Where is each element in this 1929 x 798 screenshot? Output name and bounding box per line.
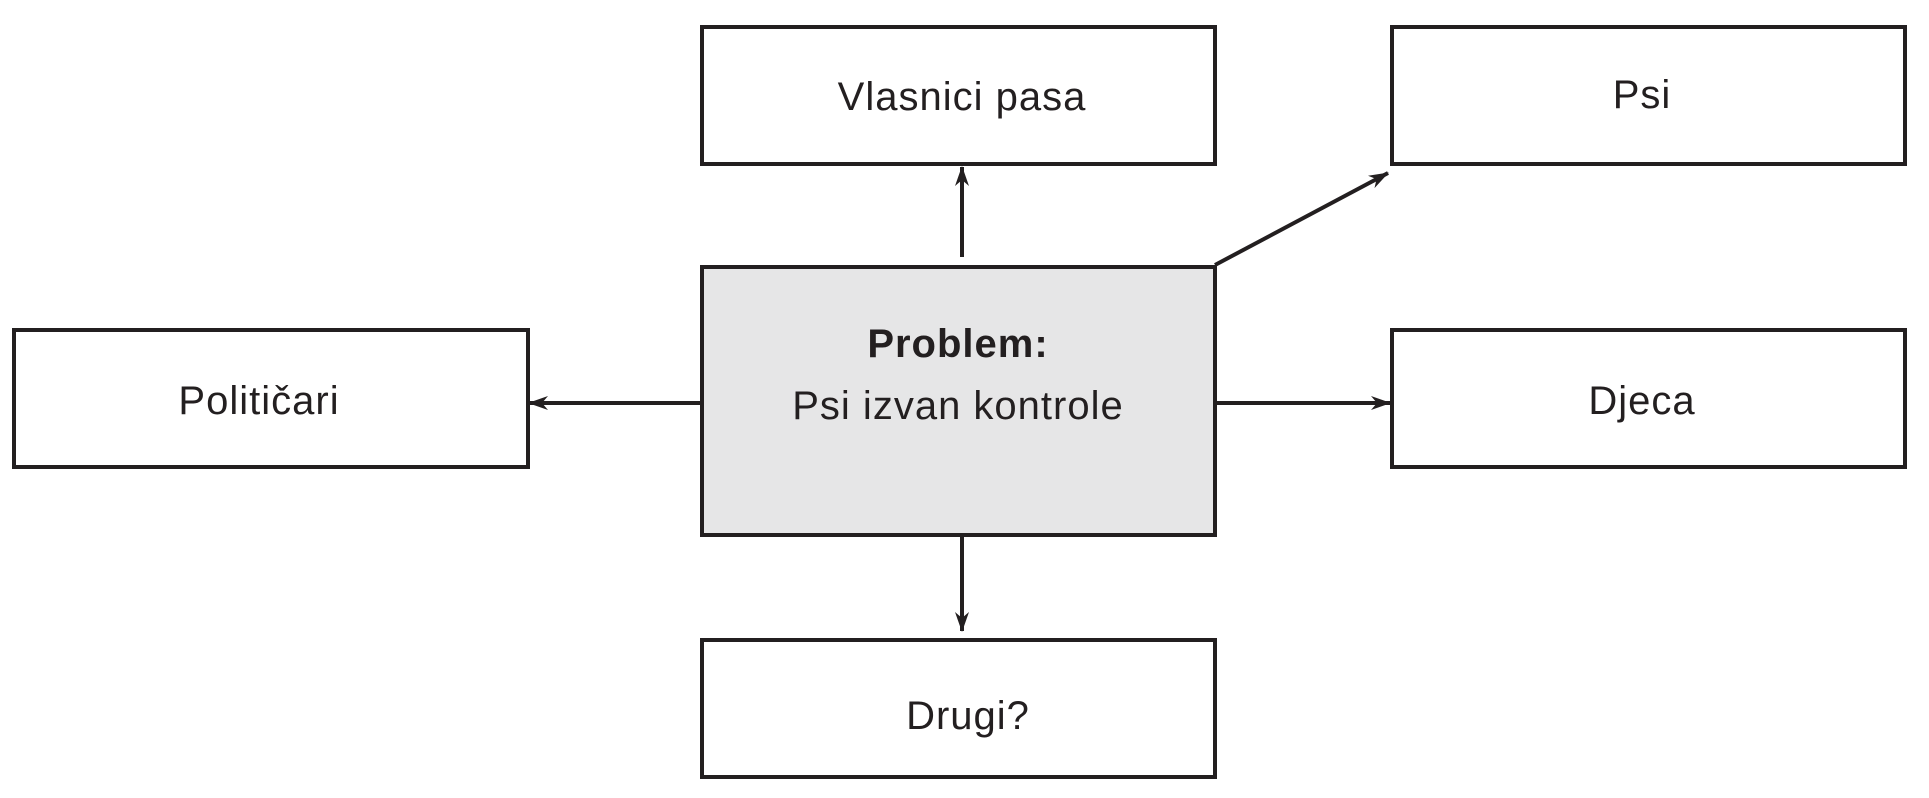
node-drugi-label: Drugi? xyxy=(906,694,1030,738)
node-djeca-label: Djeca xyxy=(1588,379,1695,423)
node-vlasnici-pasa-label: Vlasnici pasa xyxy=(838,75,1087,119)
node-drugi: Drugi? xyxy=(700,638,1217,779)
node-politicari-label: Političari xyxy=(178,379,339,423)
center-node-title: Problem: xyxy=(867,322,1048,366)
node-djeca: Djeca xyxy=(1390,328,1907,469)
center-node-subtitle: Psi izvan kontrole xyxy=(792,384,1123,428)
center-node-problem: Problem: Psi izvan kontrole xyxy=(700,265,1217,537)
edge-to-psi xyxy=(1214,171,1389,267)
node-psi: Psi xyxy=(1390,25,1907,166)
node-psi-label: Psi xyxy=(1613,73,1672,117)
node-politicari: Političari xyxy=(12,328,530,469)
node-vlasnici-pasa: Vlasnici pasa xyxy=(700,25,1217,166)
